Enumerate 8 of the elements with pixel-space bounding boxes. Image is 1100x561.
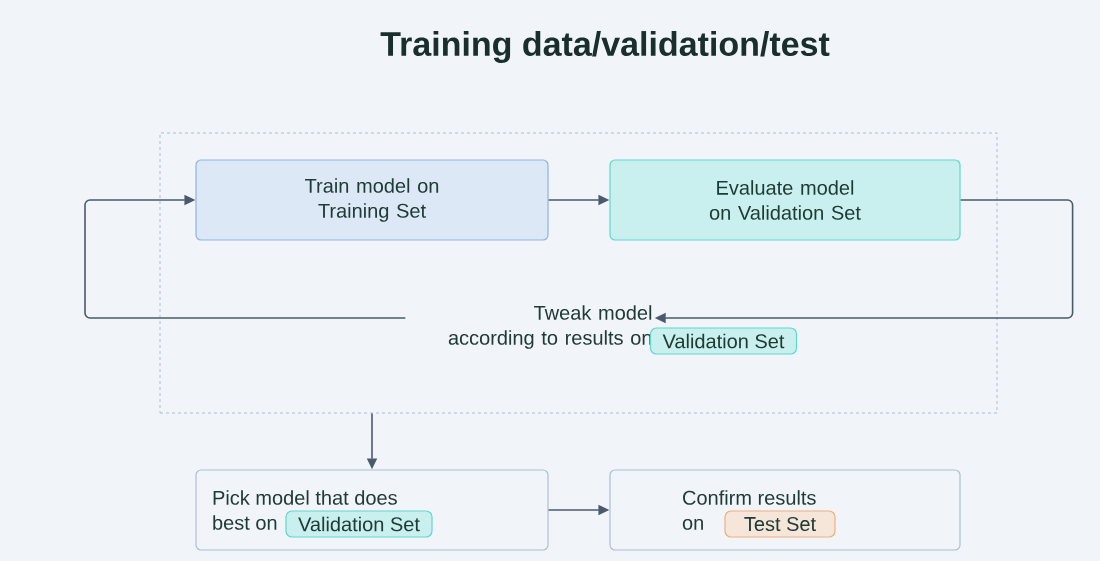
- highlight-chip: Test Set: [724, 510, 836, 538]
- arrow: [84, 194, 407, 319]
- title: Training data/validation/test: [380, 31, 830, 63]
- highlight-chip: Validation Set: [649, 327, 798, 355]
- process-box: Train model on Training Set: [195, 159, 549, 241]
- highlight-chip: Validation Set: [285, 510, 433, 538]
- process-box: Evaluate model on Validation Set: [609, 159, 961, 241]
- dashed-region: [159, 132, 998, 414]
